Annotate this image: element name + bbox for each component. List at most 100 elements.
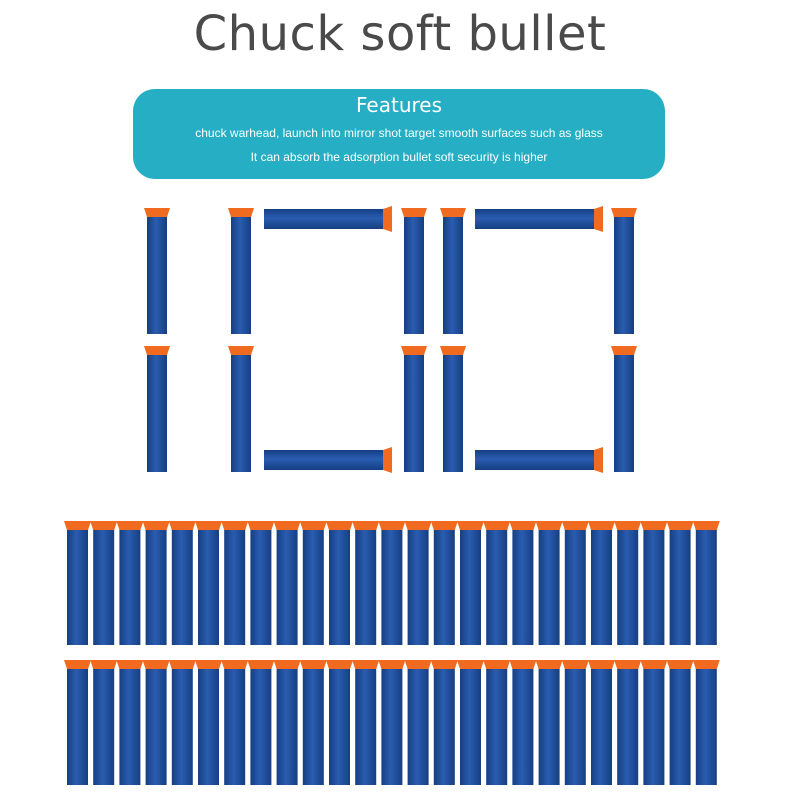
dart-tip	[383, 447, 392, 473]
dart	[475, 447, 603, 473]
dart-tip	[247, 521, 275, 530]
dart-tip	[440, 346, 466, 355]
dart-tip	[561, 660, 589, 669]
dart-tip	[640, 521, 668, 530]
dart-tip	[195, 660, 222, 669]
dart-rows	[64, 521, 720, 785]
dart	[64, 660, 91, 785]
dart	[299, 521, 327, 645]
dart	[142, 660, 170, 785]
dart	[430, 521, 458, 645]
dart-tip	[594, 447, 603, 473]
dart-tip	[457, 521, 484, 530]
dart	[509, 521, 537, 645]
dart	[144, 208, 170, 334]
dart	[457, 660, 484, 785]
features-line-1: chuck warhead, launch into mirror shot t…	[195, 126, 603, 140]
dart	[195, 660, 222, 785]
dart-tip	[594, 206, 603, 232]
dart	[116, 521, 144, 645]
features-line-2: It can absorb the adsorption bullet soft…	[250, 150, 548, 164]
dart	[666, 660, 694, 785]
dart-tip	[666, 660, 694, 669]
dart-tip	[273, 660, 301, 669]
dart-tip	[299, 521, 327, 530]
dart	[483, 521, 511, 645]
features-heading: Features	[356, 93, 442, 117]
dart-tip	[221, 660, 249, 669]
dart	[352, 521, 380, 645]
dart	[588, 660, 615, 785]
dart	[90, 660, 118, 785]
dart	[640, 660, 668, 785]
dart	[483, 660, 511, 785]
dart	[535, 660, 563, 785]
dart-tip	[614, 521, 642, 530]
dart-tip	[640, 660, 668, 669]
dart-tip	[168, 660, 196, 669]
number-100-arrangement	[144, 206, 637, 473]
features-banner: Features chuck warhead, launch into mirr…	[133, 89, 665, 179]
dart-tip	[383, 206, 392, 232]
dart-tip	[440, 208, 466, 217]
product-title: Chuck soft bullet	[193, 6, 607, 62]
dart-tip	[401, 346, 427, 355]
dart-tip	[116, 521, 144, 530]
dart	[404, 521, 432, 645]
dart	[401, 208, 427, 334]
dart	[90, 521, 118, 645]
dart	[64, 521, 91, 645]
dart	[401, 346, 427, 472]
dart	[692, 521, 720, 645]
dart-tip	[64, 660, 91, 669]
dart	[247, 521, 275, 645]
dart-tip	[611, 208, 637, 217]
dart	[228, 208, 254, 334]
dart-tip	[430, 660, 458, 669]
dart	[264, 447, 392, 473]
dart	[666, 521, 694, 645]
dart-tip	[326, 521, 353, 530]
dart-tip	[561, 521, 589, 530]
dart	[378, 660, 406, 785]
dart-tip	[404, 660, 432, 669]
dart-tip	[299, 660, 327, 669]
dart-tip	[228, 208, 254, 217]
dart-tip	[483, 521, 511, 530]
dart-tip	[457, 660, 484, 669]
dart-tip	[430, 521, 458, 530]
dart	[228, 346, 254, 472]
dart-tip	[588, 660, 615, 669]
dart	[352, 660, 380, 785]
dart-tip	[509, 660, 537, 669]
dart	[588, 521, 615, 645]
dart	[326, 521, 353, 645]
dart	[273, 521, 301, 645]
dart	[195, 521, 222, 645]
dart-tip	[142, 660, 170, 669]
dart	[144, 346, 170, 472]
dart	[430, 660, 458, 785]
dart-tip	[666, 521, 694, 530]
dart	[561, 521, 589, 645]
dart	[614, 660, 642, 785]
dart-tip	[614, 660, 642, 669]
dart	[116, 660, 144, 785]
dart	[221, 521, 249, 645]
dart	[168, 660, 196, 785]
dart	[692, 660, 720, 785]
dart-tip	[509, 521, 537, 530]
dart	[247, 660, 275, 785]
dart	[142, 521, 170, 645]
dart-tip	[611, 346, 637, 355]
dart-tip	[588, 521, 615, 530]
dart	[475, 206, 603, 232]
dart-tip	[195, 521, 222, 530]
dart-tip	[144, 208, 170, 217]
dart-tip	[247, 660, 275, 669]
dart	[440, 346, 466, 472]
dart	[168, 521, 196, 645]
dart-tip	[404, 521, 432, 530]
dart-tip	[378, 660, 406, 669]
